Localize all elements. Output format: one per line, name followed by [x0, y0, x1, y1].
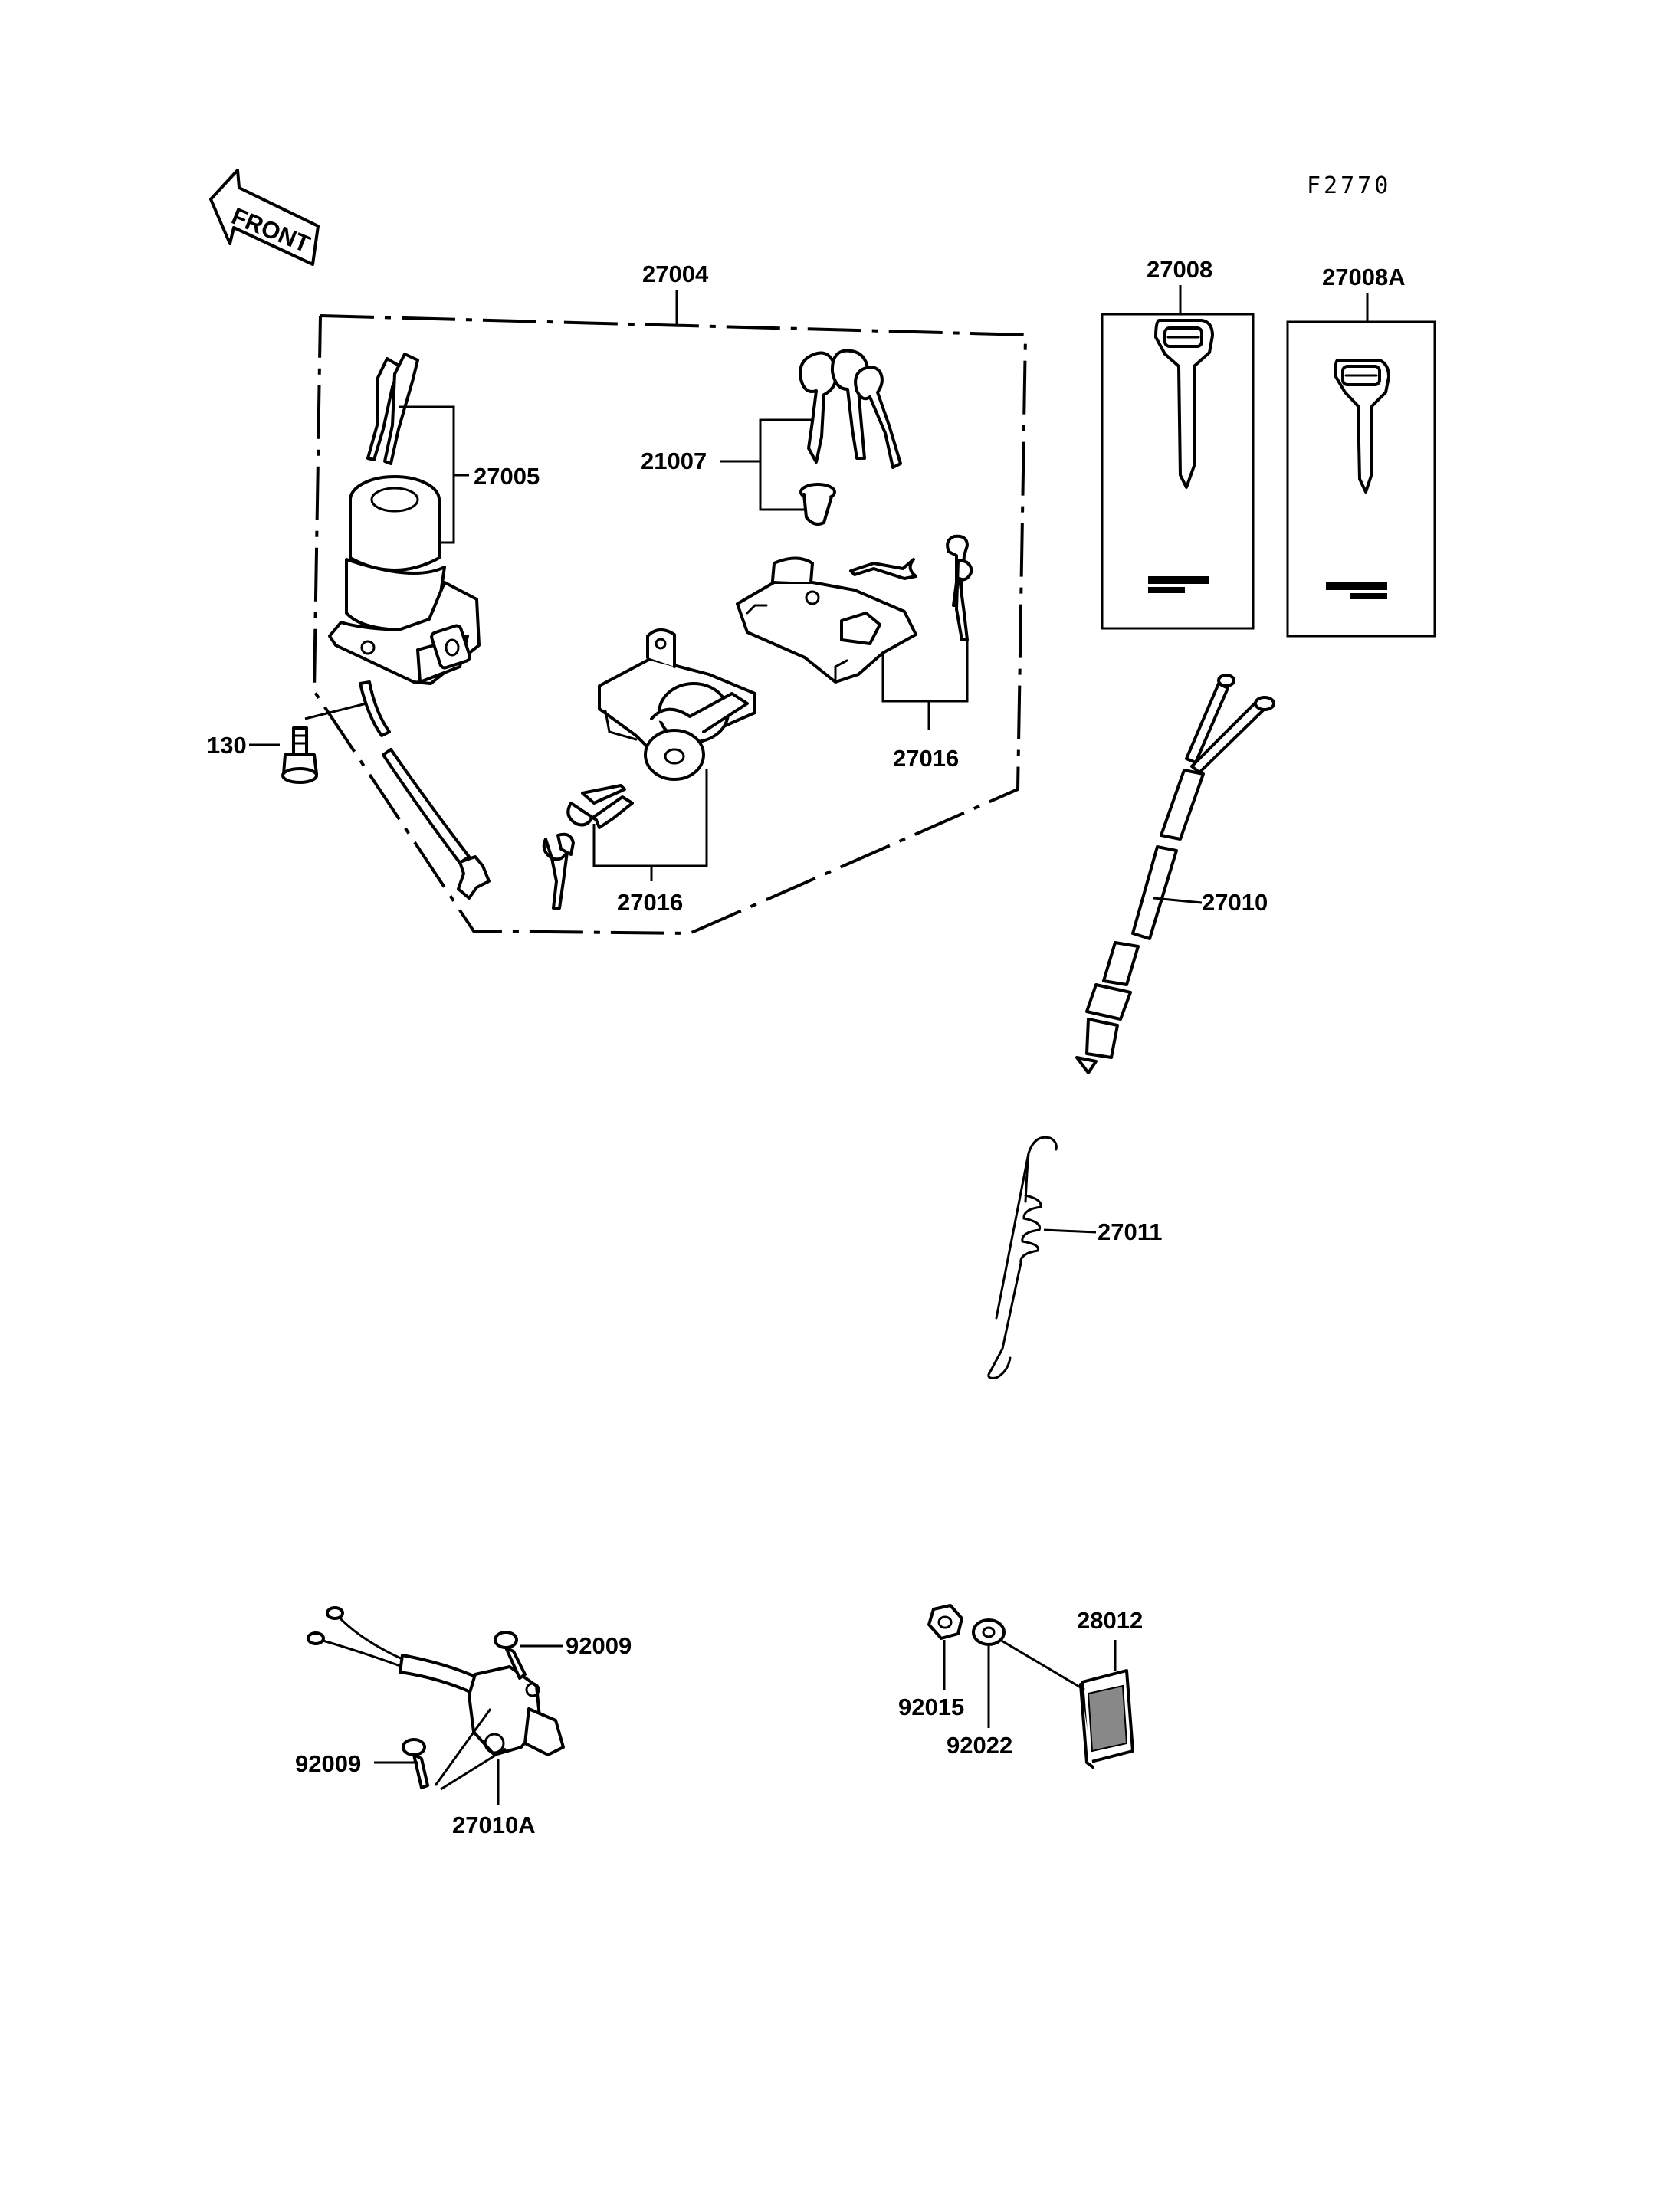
ignition-switch-icon	[328, 475, 481, 685]
part-label-130: 130	[207, 732, 247, 759]
seat-lock-icon	[598, 628, 756, 781]
part-label-92009-lower: 92009	[295, 1750, 361, 1777]
key-card-27008A	[1286, 320, 1436, 638]
part-label-27008: 27008	[1147, 256, 1212, 283]
part-label-28012: 28012	[1077, 1607, 1143, 1634]
nut-92015-icon	[927, 1604, 963, 1640]
part-label-27016-upper: 27016	[893, 745, 959, 772]
screw-92009-lower-icon	[402, 1738, 429, 1789]
helmet-lock-icon	[736, 556, 917, 684]
part-label-27005: 27005	[474, 463, 540, 490]
front-arrow-icon: FRONT	[209, 169, 320, 266]
part-label-27010: 27010	[1202, 889, 1268, 916]
part-label-92022: 92022	[947, 1732, 1012, 1759]
bolt-icon	[281, 726, 318, 784]
part-label-27004: 27004	[642, 261, 709, 287]
part-label-92015: 92015	[898, 1694, 964, 1720]
part-label-27008A: 27008A	[1322, 264, 1406, 290]
neutral-switch-icon	[1075, 674, 1275, 1074]
part-label-27010A: 27010A	[452, 1812, 536, 1838]
key-27008-icon	[1148, 319, 1214, 593]
key-27008A-icon	[1326, 359, 1390, 599]
helmet-lock-key-pair-icon	[849, 534, 973, 641]
key-card-27008	[1101, 313, 1255, 630]
key-set-icon	[799, 349, 902, 526]
part-label-92009-upper: 92009	[566, 1632, 632, 1659]
screw-92009-upper-icon	[494, 1631, 527, 1680]
ignition-key-pair-icon	[366, 353, 419, 465]
ignition-wire-icon	[359, 680, 491, 900]
stop-lamp-switch-icon	[307, 1606, 565, 1756]
part-label-27016-lower: 27016	[617, 889, 683, 916]
figure-code: F2770	[1307, 172, 1391, 199]
part-label-21007: 21007	[641, 448, 707, 474]
washer-92022-icon	[972, 1618, 1006, 1646]
spring-icon	[987, 1136, 1058, 1379]
reflector-28012-icon	[1079, 1669, 1134, 1769]
part-label-27011: 27011	[1098, 1218, 1163, 1245]
lock-key-pair-icon	[542, 784, 634, 910]
